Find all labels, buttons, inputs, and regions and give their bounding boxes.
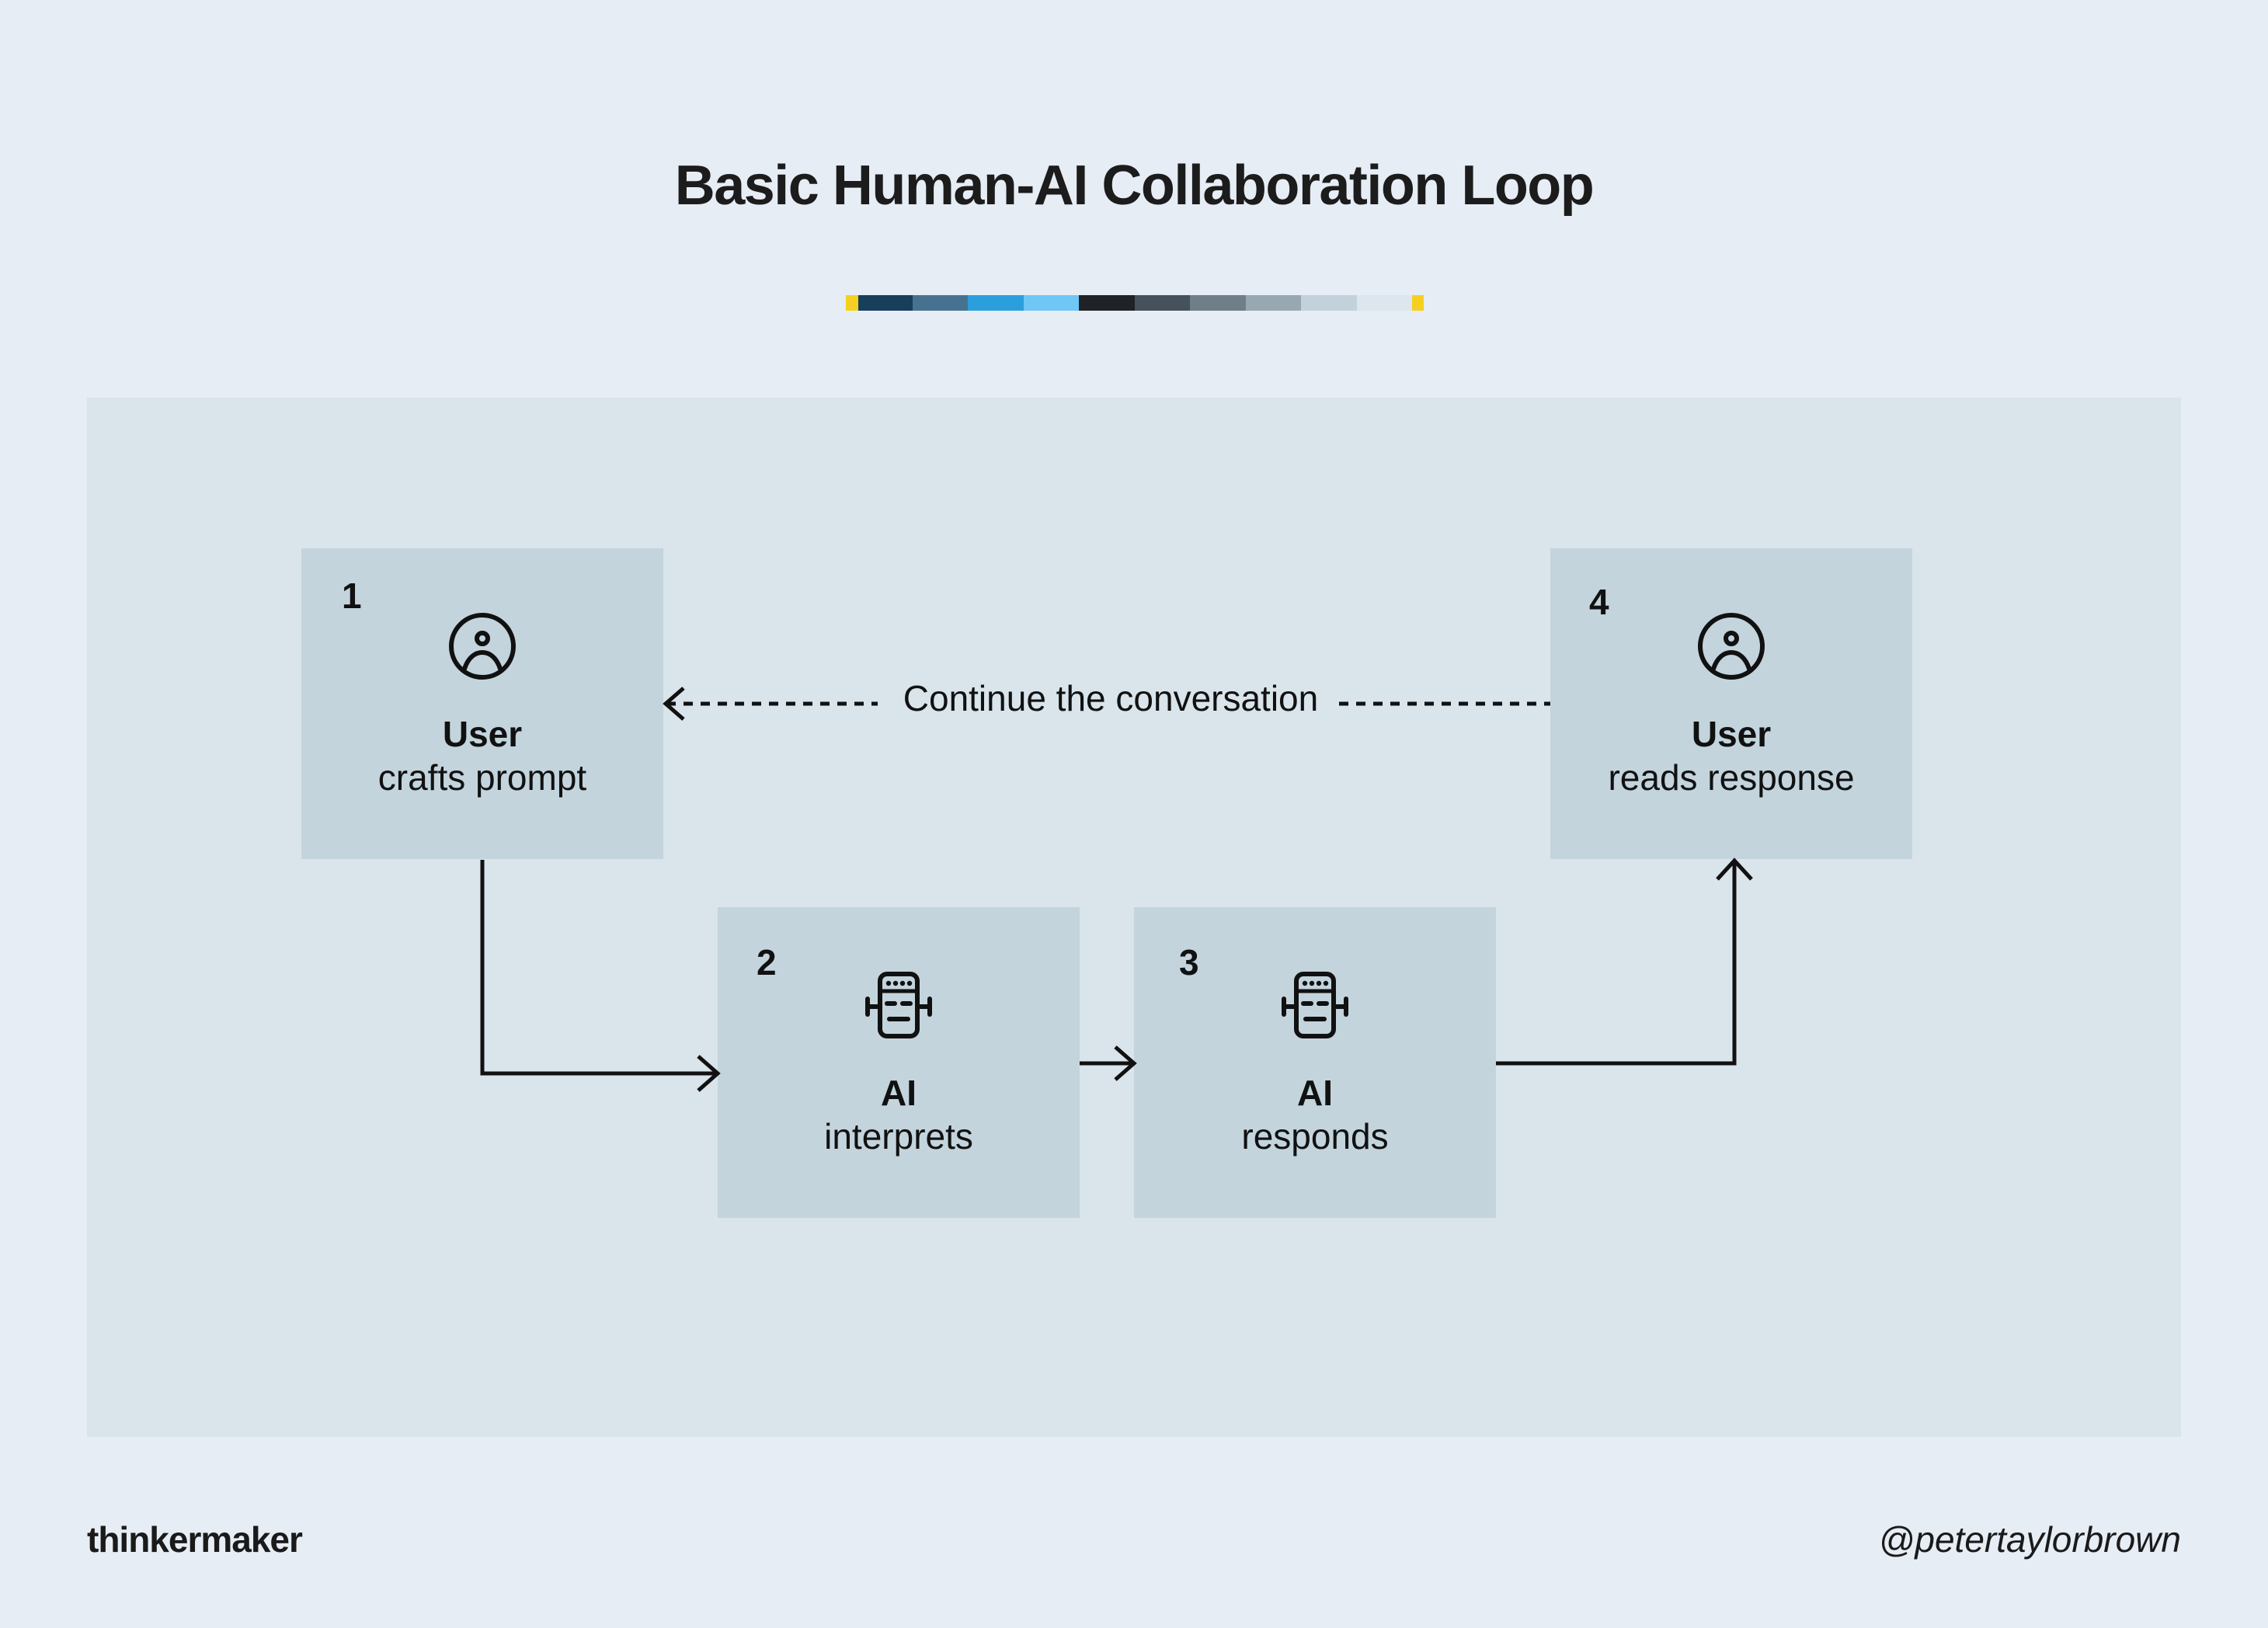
step-actor: User <box>1691 714 1772 754</box>
author-handle: @petertaylorbrown <box>1878 1519 2181 1560</box>
arrowhead <box>1716 857 1753 881</box>
color-bar-segment <box>1357 295 1412 311</box>
color-bar-segment <box>1079 295 1135 311</box>
loop-label: Continue the conversation <box>903 678 1319 718</box>
connector-3-to-4 <box>1496 861 1737 1066</box>
step-number: 4 <box>1589 582 1609 622</box>
color-bar-segment <box>968 295 1024 311</box>
step-number: 2 <box>757 942 777 983</box>
brand-logo: thinkermaker <box>87 1519 303 1560</box>
step-4-box: 4 User reads response <box>1550 548 1912 859</box>
color-bar-segment <box>1135 295 1190 311</box>
color-bar-segment <box>858 295 913 311</box>
step-3-box: 3 AI responds <box>1134 907 1496 1218</box>
step-actor: User <box>442 714 523 754</box>
color-bar-segment <box>1301 295 1357 311</box>
step-number: 1 <box>342 576 362 616</box>
step-number: 3 <box>1179 942 1199 983</box>
color-bar-segment <box>846 295 858 311</box>
step-1-box: 1 User crafts prompt <box>301 548 663 859</box>
color-bar-segment <box>1190 295 1246 311</box>
user-circle-icon <box>449 613 516 680</box>
arrowhead <box>1114 1045 1137 1081</box>
arrowhead <box>697 1055 721 1092</box>
step-actor: AI <box>1297 1073 1333 1113</box>
step-actor: AI <box>881 1073 917 1113</box>
robot-icon <box>1282 972 1348 1038</box>
user-circle-icon <box>1698 613 1765 680</box>
step-2-box: 2 AI interprets <box>718 907 1080 1218</box>
connector-1-to-2 <box>480 860 718 1076</box>
page-title: Basic Human-AI Collaboration Loop <box>674 155 1595 217</box>
step-action: interprets <box>824 1116 973 1157</box>
color-bar-segment <box>1412 295 1424 311</box>
arrowhead <box>663 687 685 721</box>
step-action: responds <box>1241 1116 1389 1157</box>
robot-icon <box>865 972 932 1038</box>
color-bar-segment <box>1024 295 1079 311</box>
color-bar-segment <box>1246 295 1301 311</box>
color-bar <box>846 295 1424 311</box>
step-action: crafts prompt <box>377 757 587 798</box>
color-bar-segment <box>913 295 968 311</box>
step-action: reads response <box>1608 757 1855 798</box>
